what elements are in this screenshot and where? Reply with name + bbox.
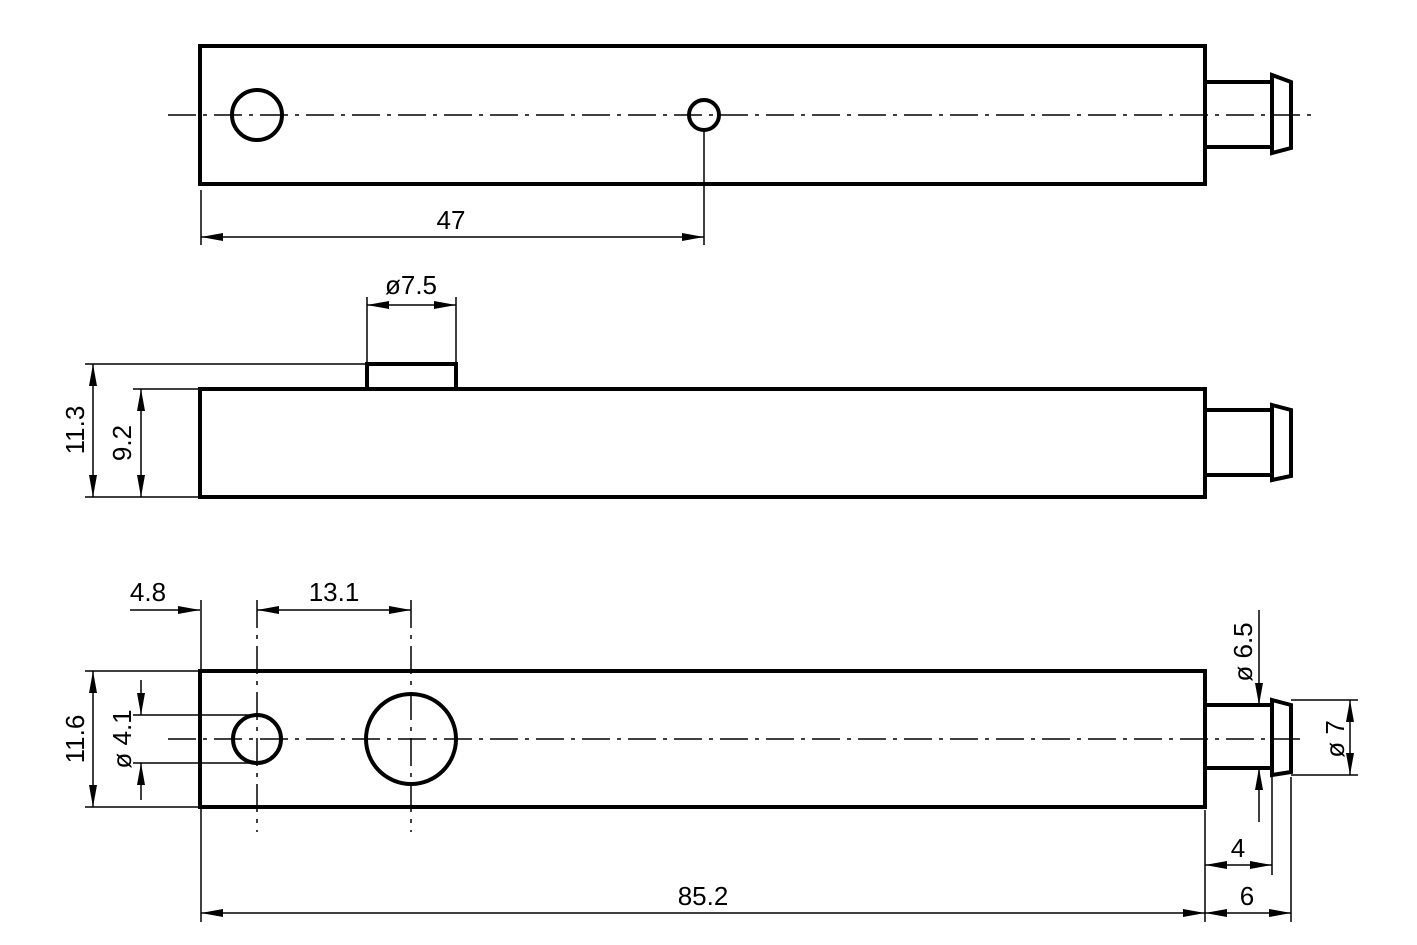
dim-tube-diameter: ø 6.5: [1228, 622, 1258, 681]
dim-edge-to-hole: 4.8: [130, 577, 166, 607]
large-hole: [364, 692, 458, 786]
connector-cap: [1270, 402, 1293, 483]
connector-tube: [1203, 408, 1274, 477]
connector-cap: [1270, 697, 1293, 778]
side-view: ø7.5 11.3 9.2: [60, 270, 1293, 499]
dim-connector-length: 6: [1240, 881, 1254, 911]
body-outline: [198, 387, 1207, 499]
top-view: 47: [168, 44, 1315, 245]
dim-cap-diameter: ø 7: [1320, 720, 1350, 758]
dim-body-length: 85.2: [678, 881, 729, 911]
connector-cap: [1270, 72, 1293, 156]
dim-tube-length: 4: [1231, 833, 1245, 863]
dim-47: 47: [437, 205, 466, 235]
bottom-view: 4.8 13.1 11.6 ø 4.1 ø 6.5 ø 7 4 6 85.2: [60, 577, 1358, 922]
top-cap: [365, 362, 458, 391]
dim-body-width: 11.6: [60, 715, 90, 764]
dim-total-height: 11.3: [60, 406, 90, 455]
dim-cap-diameter: ø7.5: [385, 270, 437, 300]
connector-tube: [1203, 703, 1274, 770]
mounting-hole: [230, 88, 284, 142]
dim-hole-spacing: 13.1: [309, 577, 360, 607]
dim-small-hole: ø 4.1: [107, 709, 137, 768]
dim-body-height: 9.2: [107, 425, 137, 461]
